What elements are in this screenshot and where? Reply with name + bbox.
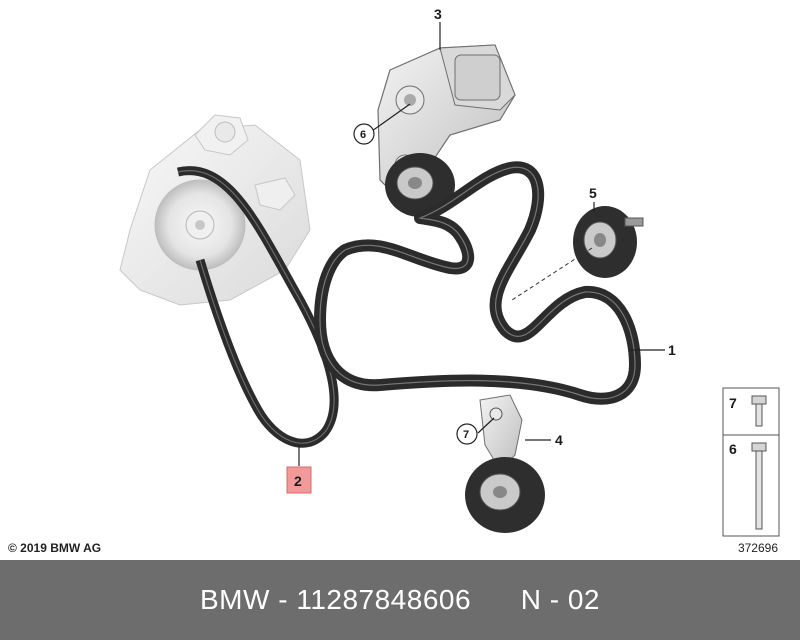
parts-diagram: 3 6 5 1 4 7 2 7 6 (119, 6, 780, 537)
bolt-legend: 7 6 (722, 387, 780, 537)
deflection-pulley-4 (465, 394, 545, 533)
footer-part-number: 11287848606 (296, 584, 472, 615)
callout-6-circle (353, 123, 375, 145)
legend-7: 7 (729, 395, 737, 411)
copyright-text: © 2019 BMW AG (8, 541, 102, 555)
leader-lines (298, 22, 665, 466)
footer-spacer (471, 584, 521, 616)
legend-6: 6 (729, 441, 737, 457)
footer-code: N - 02 (520, 584, 600, 615)
callout-3: 3 (434, 6, 442, 22)
callout-7: 7 (463, 429, 469, 441)
water-pump-housing (119, 114, 311, 306)
highlight-box-2 (286, 466, 312, 494)
footer-brand: BMW (200, 584, 270, 615)
tensioner-assembly (377, 44, 516, 217)
belt-1 (314, 161, 641, 405)
callout-1: 1 (668, 342, 676, 358)
part-footer-bar: BMW - 11287848606 N - 02 (0, 560, 800, 640)
callout-2: 2 (294, 473, 302, 489)
callout-7-circle (456, 423, 478, 445)
idler-pulley-5 (573, 206, 644, 278)
diagram-reference-number: 372696 (737, 541, 778, 555)
footer-separator: - (269, 584, 297, 615)
callout-6: 6 (360, 129, 366, 141)
callout-4: 4 (555, 432, 563, 448)
callout-5: 5 (589, 185, 597, 201)
